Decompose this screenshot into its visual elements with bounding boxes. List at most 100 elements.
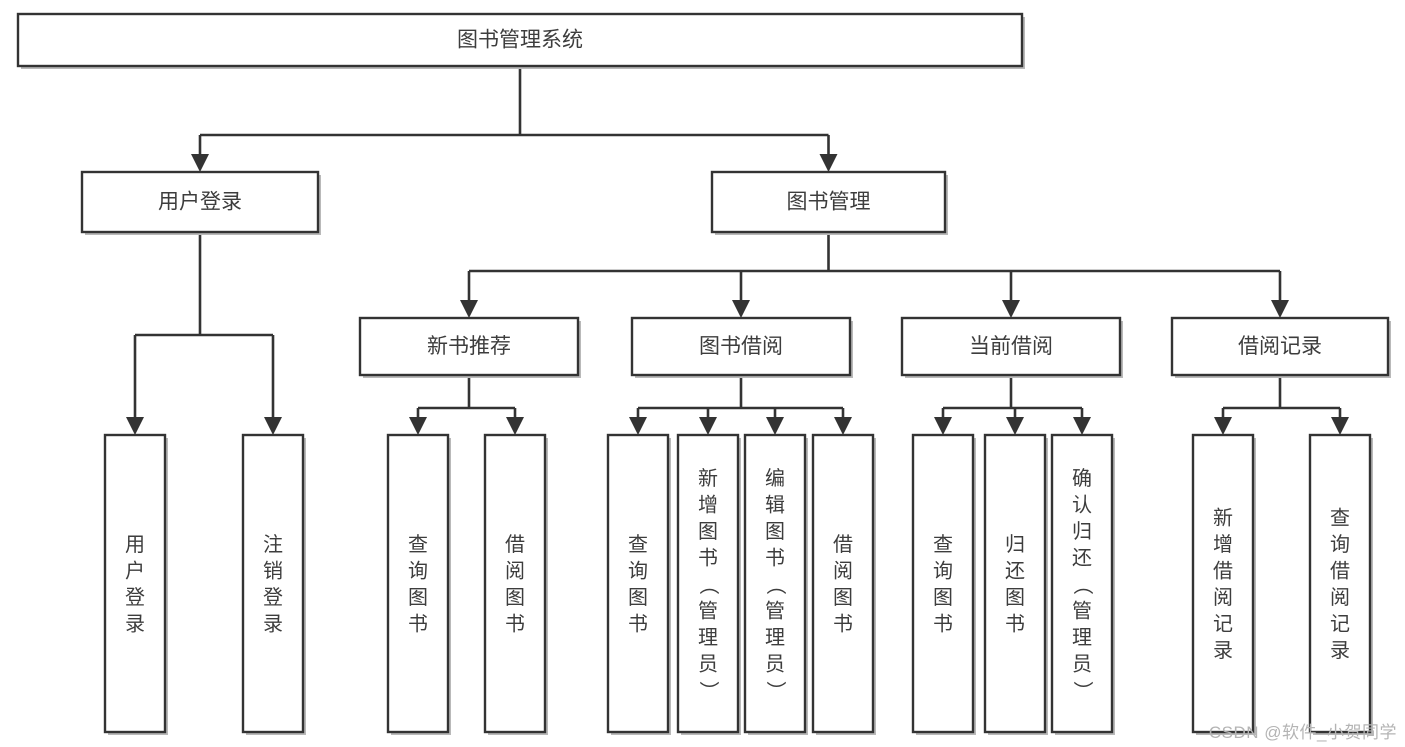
arrow-head-icon	[126, 417, 144, 435]
svg-text:查: 查	[933, 533, 953, 556]
svg-text:图: 图	[698, 521, 718, 543]
arrow-head-icon	[1331, 417, 1349, 435]
arrow-head-icon	[699, 417, 717, 435]
svg-text:图: 图	[933, 587, 953, 609]
node-label: 图书管理	[787, 191, 871, 214]
svg-text:书: 书	[408, 613, 428, 636]
arrow-head-icon	[1214, 417, 1232, 435]
svg-text:阅: 阅	[1213, 586, 1233, 609]
svg-text:借: 借	[1213, 560, 1233, 583]
node-borrow-record[interactable]: 借阅记录	[1170, 316, 1391, 378]
svg-text:阅: 阅	[505, 560, 525, 583]
svg-text:查: 查	[408, 533, 428, 556]
svg-text:销: 销	[263, 560, 283, 583]
svg-text:辑: 辑	[765, 493, 785, 516]
svg-text:图: 图	[1005, 587, 1025, 609]
node-book-borrow[interactable]: 图书借阅	[630, 316, 853, 378]
svg-text:编: 编	[765, 467, 785, 490]
svg-text:确: 确	[1072, 467, 1092, 490]
svg-text:管: 管	[1072, 599, 1092, 622]
node-book-management[interactable]: 图书管理	[710, 170, 948, 235]
svg-text:还: 还	[1072, 546, 1092, 569]
svg-text:新: 新	[698, 467, 718, 490]
svg-text:记: 记	[1330, 613, 1350, 636]
svg-text:查: 查	[1330, 507, 1350, 530]
svg-text:书: 书	[933, 613, 953, 636]
svg-text:归: 归	[1072, 520, 1092, 543]
svg-text:查: 查	[628, 533, 648, 556]
node-user-login[interactable]: 用户登录	[80, 170, 321, 235]
svg-text:借: 借	[833, 533, 853, 556]
svg-text:借: 借	[1330, 560, 1350, 583]
svg-text:询: 询	[628, 560, 648, 583]
svg-text:录: 录	[1213, 640, 1233, 662]
svg-text:图: 图	[628, 587, 648, 609]
svg-text:员: 员	[698, 653, 718, 675]
svg-text:图: 图	[408, 587, 428, 609]
svg-text:管: 管	[765, 599, 785, 622]
arrow-head-icon	[1073, 417, 1091, 435]
node-label: 新书推荐	[427, 335, 511, 358]
svg-text:增: 增	[698, 493, 718, 516]
svg-text:书: 书	[765, 546, 785, 569]
arrow-head-icon	[191, 154, 209, 172]
svg-text:还: 还	[1005, 560, 1025, 583]
svg-text:用: 用	[125, 534, 145, 556]
arrow-head-icon	[732, 300, 750, 318]
svg-text:询: 询	[933, 560, 953, 583]
svg-text:管: 管	[698, 599, 718, 622]
svg-text:新: 新	[1213, 507, 1233, 530]
svg-text:（: （	[764, 575, 787, 595]
svg-text:图: 图	[833, 587, 853, 609]
svg-text:员: 员	[765, 653, 785, 675]
node-layer: 图书管理系统用户登录图书管理新书推荐图书借阅当前借阅借阅记录用户登录注销登录查询…	[16, 12, 1391, 735]
svg-text:理: 理	[765, 627, 785, 649]
svg-text:书: 书	[833, 613, 853, 636]
arrow-head-icon	[834, 417, 852, 435]
svg-text:阅: 阅	[833, 560, 853, 583]
svg-text:（: （	[697, 575, 720, 595]
svg-text:书: 书	[505, 613, 525, 636]
node-new-book-recommend[interactable]: 新书推荐	[358, 316, 581, 378]
svg-text:理: 理	[698, 627, 718, 649]
svg-text:图: 图	[765, 521, 785, 543]
svg-text:增: 增	[1213, 533, 1233, 556]
node-leaf-user-login[interactable]: 用户登录	[103, 433, 168, 735]
svg-text:登: 登	[263, 586, 283, 609]
node-root[interactable]: 图书管理系统	[16, 12, 1025, 69]
arrow-head-icon	[1006, 417, 1024, 435]
node-label: 图书借阅	[699, 335, 783, 358]
node-label: 用户登录	[125, 534, 145, 636]
arrow-head-icon	[934, 417, 952, 435]
node-current-borrow[interactable]: 当前借阅	[900, 316, 1123, 378]
svg-text:理: 理	[1072, 627, 1092, 649]
svg-text:认: 认	[1072, 493, 1092, 516]
arrow-head-icon	[264, 417, 282, 435]
svg-text:录: 录	[263, 614, 283, 636]
node-label: 借阅记录	[1238, 335, 1322, 358]
svg-text:归: 归	[1005, 533, 1025, 556]
svg-text:注: 注	[263, 533, 283, 556]
arrow-head-icon	[766, 417, 784, 435]
arrow-head-icon	[506, 417, 524, 435]
arrow-head-icon	[819, 154, 838, 172]
arrow-head-icon	[1271, 300, 1289, 318]
